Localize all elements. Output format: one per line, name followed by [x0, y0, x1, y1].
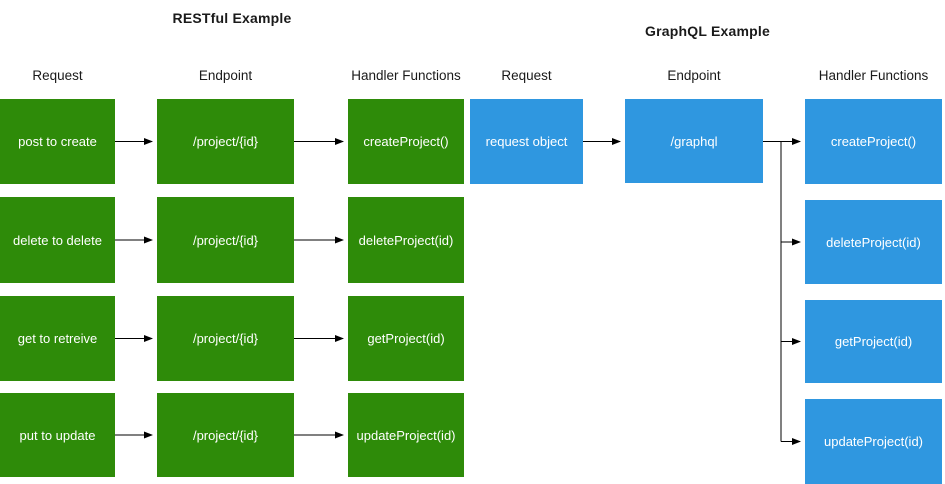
rest-handler-box-delete: deleteProject(id): [348, 197, 464, 283]
rest-endpoint-column-header: Endpoint: [198, 68, 253, 83]
rest-endpoint-box-2: /project/{id}: [157, 197, 294, 283]
rest-request-box-put: put to update: [0, 393, 115, 477]
rest-section-title: RESTful Example: [172, 10, 292, 26]
graphql-endpoint-column-header: Endpoint: [667, 68, 721, 83]
graphql-request-box: request object: [470, 99, 583, 184]
rest-endpoint-box-3: /project/{id}: [157, 296, 294, 381]
rest-handler-box-update: updateProject(id): [348, 393, 464, 477]
rest-request-box-delete: delete to delete: [0, 197, 115, 283]
rest-handler-box-create: createProject(): [348, 99, 464, 184]
graphql-handler-box-delete: deleteProject(id): [805, 200, 942, 284]
rest-request-box-get: get to retreive: [0, 296, 115, 381]
graphql-handler-box-update: updateProject(id): [805, 399, 942, 484]
rest-handlers-column-header: Handler Functions: [351, 68, 461, 83]
graphql-handlers-column-header: Handler Functions: [818, 68, 929, 83]
rest-endpoint-box-1: /project/{id}: [157, 99, 294, 184]
rest-request-column-header: Request: [32, 68, 83, 83]
rest-endpoint-box-4: /project/{id}: [157, 393, 294, 477]
rest-handler-box-get: getProject(id): [348, 296, 464, 381]
graphql-section-title: GraphQL Example: [645, 23, 770, 39]
rest-request-box-post: post to create: [0, 99, 115, 184]
graphql-handler-box-get: getProject(id): [805, 300, 942, 383]
graphql-request-column-header: Request: [501, 68, 552, 83]
graphql-endpoint-box: /graphql: [625, 99, 763, 183]
graphql-handler-box-create: createProject(): [805, 99, 942, 184]
